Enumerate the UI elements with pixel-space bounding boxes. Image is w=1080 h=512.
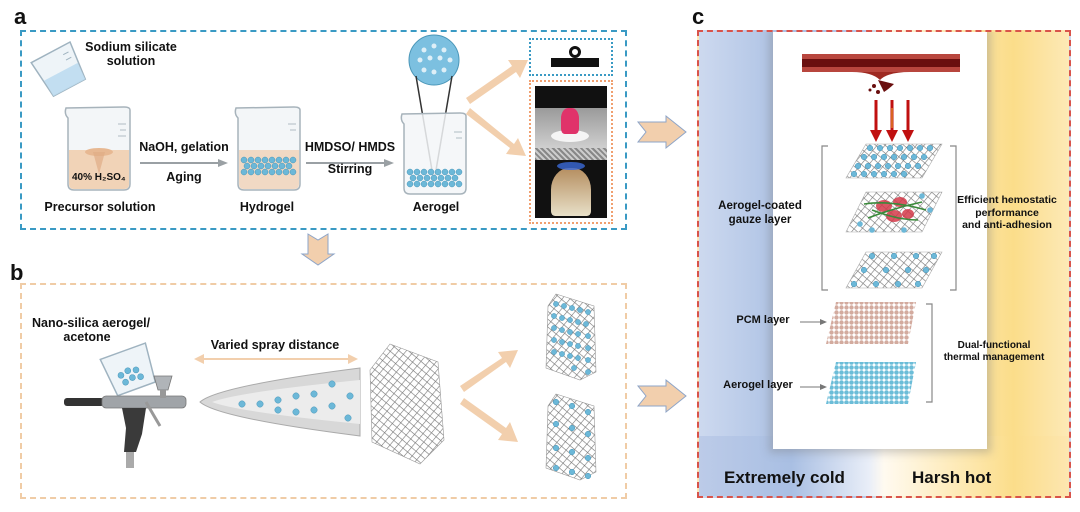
hemostatic-label: Efficient hemostatic performance and ant… <box>946 194 1068 232</box>
flame <box>557 162 585 170</box>
precursor-label: Precursor solution <box>44 200 156 214</box>
dense-coated-gauze-icon <box>545 293 597 381</box>
aerogel-label: Aerogel <box>412 200 460 214</box>
flame-test-photo-frame <box>529 80 613 224</box>
split-arrows-b-icon <box>460 350 518 442</box>
cold-label: Extremely cold <box>724 468 845 487</box>
gauze-layers-stack-icon <box>845 143 943 289</box>
burner <box>551 168 591 216</box>
pouring-beaker-icon <box>30 40 87 98</box>
wire-mesh <box>535 148 607 160</box>
silica-beaker-icon <box>99 342 157 397</box>
gauze-mesh-icon <box>369 343 445 465</box>
aerogel-layer-icon <box>826 362 916 404</box>
hemostatic-line3: and anti-adhesion <box>962 219 1052 232</box>
panel-a-letter: a <box>14 4 27 29</box>
sodium-silicate-label: Sodium silicate solution <box>76 40 186 69</box>
source-line1: Nano-silica aerogel/ <box>32 316 151 330</box>
panel-c-frame <box>697 30 1071 498</box>
step2-bottom-label: Stirring <box>327 162 373 176</box>
hemostatic-line2: performance <box>975 206 1039 219</box>
step1-arrow-icon <box>140 159 228 167</box>
top-gauze-layer <box>845 143 943 179</box>
pcm-layer-label: PCM layer <box>736 314 790 326</box>
step1-bottom-label: Aging <box>166 170 202 184</box>
step1-top-label: NaOH, gelation <box>139 140 229 154</box>
thermal-line2: thermal management <box>943 352 1045 363</box>
split-arrows-icon <box>466 60 528 156</box>
gauze-layer-label: Aerogel-coated gauze layer <box>700 200 820 228</box>
pcm-pointer-arrow-icon <box>800 319 827 325</box>
middle-gauze-layer <box>845 191 943 233</box>
spray-distance-arrow-icon <box>194 354 358 364</box>
arrow-b-to-c-icon <box>636 378 687 414</box>
hot-label: Harsh hot <box>912 468 992 487</box>
spray-cone-icon <box>199 367 361 437</box>
source-label: Nano-silica aerogel/ acetone <box>32 316 151 345</box>
clip-photo-frame <box>529 38 613 76</box>
step2-arrow-icon <box>306 159 394 167</box>
arrow-a-to-c-icon <box>636 114 687 150</box>
blood-flow-arrows-icon <box>870 100 914 142</box>
acid-label: 40% H₂SO₄ <box>72 172 126 183</box>
aerogel-beaker-icon <box>400 34 467 195</box>
flame-test-photo <box>535 86 607 218</box>
panel-c-letter: c <box>692 4 705 29</box>
thermal-line1: Dual-functional <box>957 340 1031 351</box>
thermal-label: Dual-functional thermal management <box>932 340 1056 364</box>
clip-icon <box>551 46 599 67</box>
spray-droplets <box>238 380 354 422</box>
aerogel-layer-label: Aerogel layer <box>723 379 793 391</box>
hydrogel-beaker-icon <box>234 106 301 191</box>
hydrogel-label: Hydrogel <box>239 200 295 214</box>
blood-vessel-icon <box>802 54 960 94</box>
thermal-bracket-icon <box>926 303 933 403</box>
aerogel-pointer-arrow-icon <box>800 384 827 390</box>
flower-sample <box>561 108 579 134</box>
panel-b-frame <box>20 283 627 499</box>
bottom-gauze-layer <box>845 251 943 289</box>
gauze-bracket-icon <box>821 145 957 291</box>
sparse-coated-gauze-icon <box>545 393 597 481</box>
panel-a-frame <box>20 30 627 230</box>
source-line2: acetone <box>63 330 111 345</box>
spray-distance-label: Varied spray distance <box>210 338 340 352</box>
hemostatic-line1: Efficient hemostatic <box>957 194 1057 206</box>
step2-top-label: HMDSO/ HMDS <box>304 140 396 154</box>
pcm-layer-icon <box>826 302 916 344</box>
sodium-silicate-line1: Sodium silicate <box>85 40 177 54</box>
gauze-layer-line1: Aerogel-coated <box>718 200 802 212</box>
panel-b-letter: b <box>10 260 24 285</box>
spray-gun-icon <box>64 375 187 468</box>
arrow-a-to-b-icon <box>300 233 336 266</box>
sodium-silicate-line2: solution <box>106 54 156 69</box>
aerogel-disk <box>551 130 589 142</box>
precursor-beaker-icon <box>64 106 131 191</box>
gauze-layer-line2: gauze layer <box>728 213 792 226</box>
